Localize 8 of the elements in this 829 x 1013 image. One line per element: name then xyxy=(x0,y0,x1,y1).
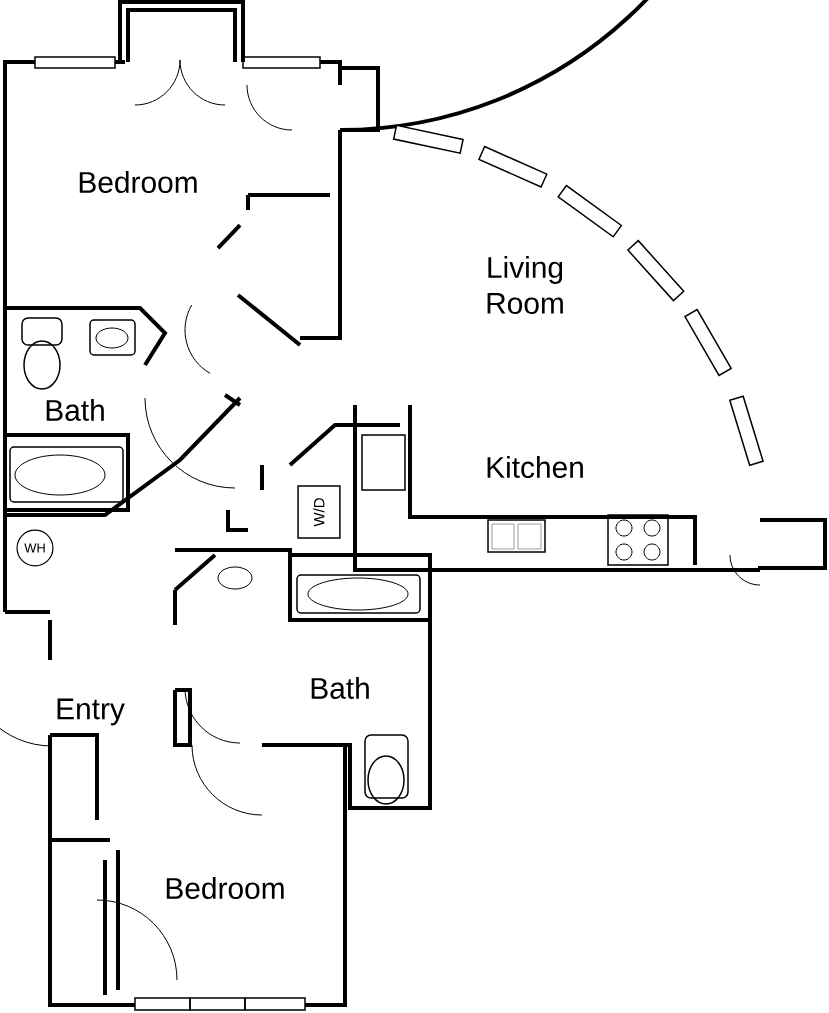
room-label: Kitchen xyxy=(487,456,583,478)
room-label: Bedroom xyxy=(166,877,284,899)
room-label: Entry xyxy=(57,698,125,726)
washer-dryer-box: W/D xyxy=(297,485,341,539)
room-label: Living Room xyxy=(487,256,563,314)
room-label: Bedroom xyxy=(79,171,197,193)
room-label: Bath xyxy=(46,399,104,421)
room-label: Bath xyxy=(311,677,369,699)
